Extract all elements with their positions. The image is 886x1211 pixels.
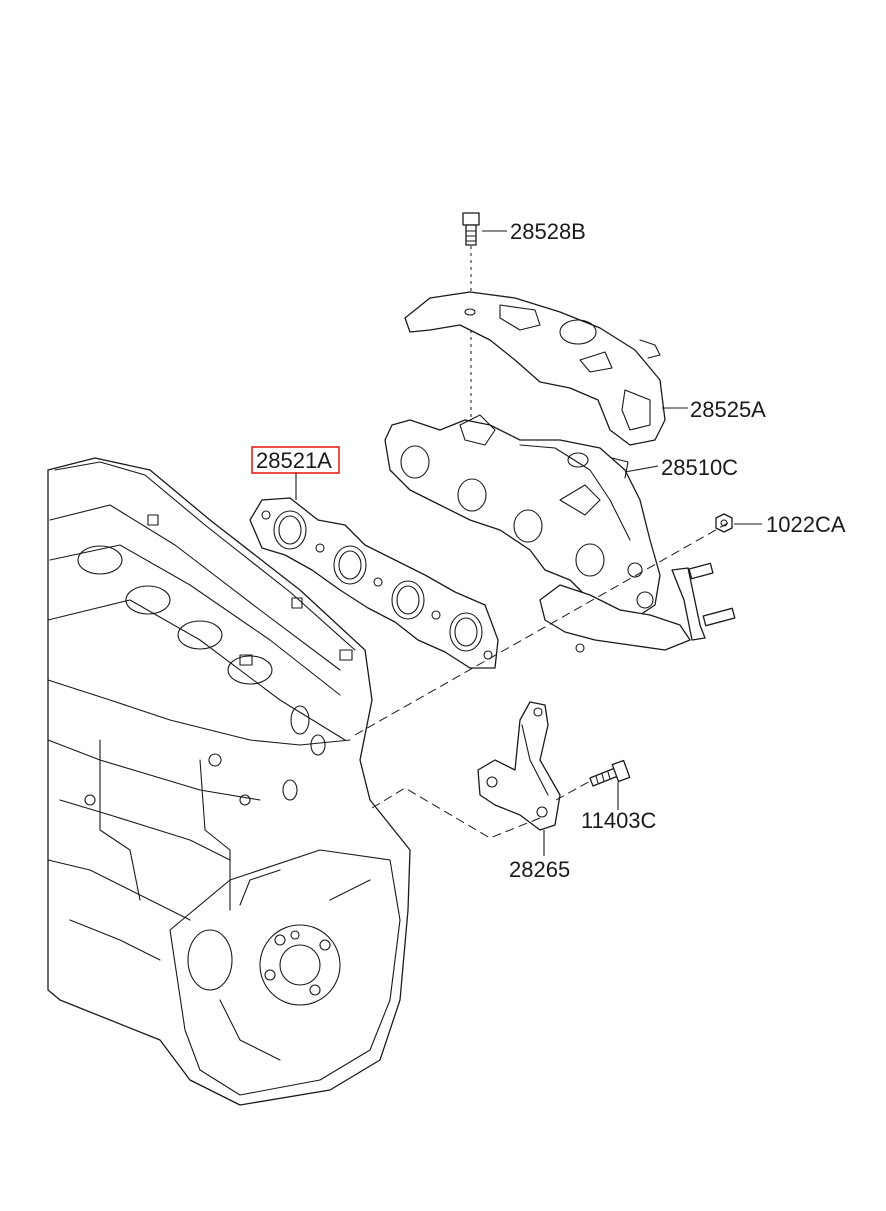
callout-1022ca[interactable]: 1022CA (766, 512, 846, 537)
bolt-11403c (589, 759, 631, 787)
assembly-guide-lines (354, 522, 729, 839)
callout-28521a-highlight (251, 446, 340, 474)
heat-shield-28525a (404, 291, 666, 446)
gasket-28521a (249, 497, 499, 669)
bolt-28528b (462, 212, 480, 420)
callout-28521a[interactable]: 28521A (256, 448, 332, 473)
nut-1022ca (715, 513, 733, 533)
bracket-28265 (477, 701, 561, 831)
callout-leaders (295, 230, 762, 856)
callout-labels: 28528B 28525A 28510C 28521A 1022CA 11403… (251, 219, 846, 882)
callout-28265[interactable]: 28265 (509, 857, 570, 882)
callout-28510c[interactable]: 28510C (661, 455, 738, 480)
engine-block-illustration (47, 457, 411, 1106)
callout-28525a[interactable]: 28525A (690, 397, 766, 422)
exhaust-manifold-28510c (384, 414, 736, 653)
callout-28528b[interactable]: 28528B (510, 219, 586, 244)
callout-11403c[interactable]: 11403C (581, 808, 657, 833)
